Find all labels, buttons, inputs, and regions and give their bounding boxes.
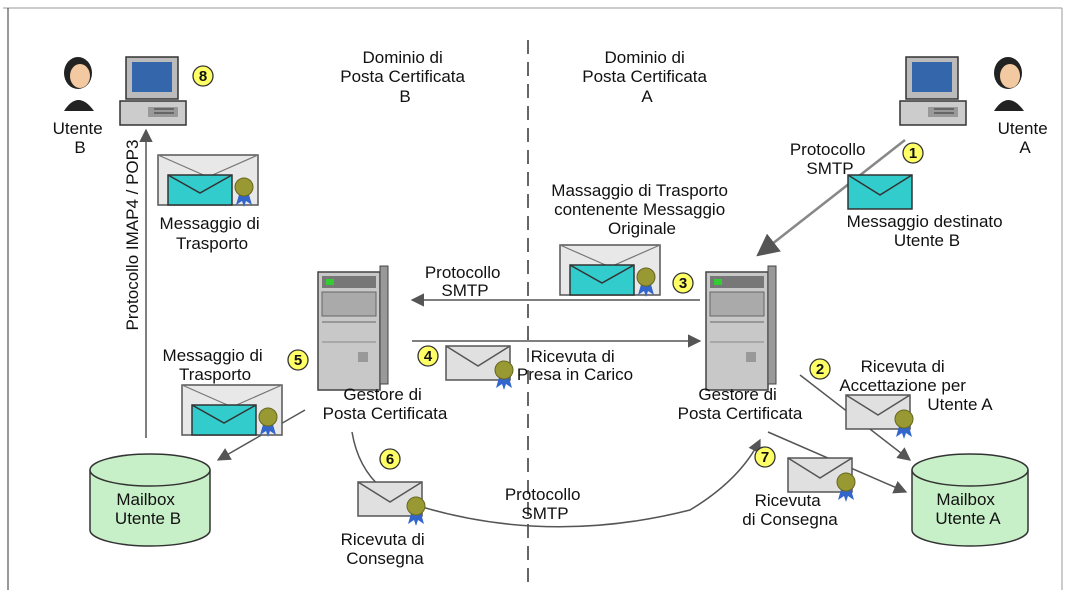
domain-b-label: Dominio di Posta Certificata B (340, 48, 469, 106)
message-trasporto-b-mid-label: Messaggio di Trasporto (163, 346, 268, 384)
protocol-smtp-ab-label: Protocollo SMTP (425, 263, 505, 300)
server-b-icon (317, 265, 389, 391)
protocol-smtp-bottom-label: Protocollo SMTP (505, 485, 585, 523)
message-destinato-label: Messaggio destinato Utente B (847, 212, 1008, 250)
svg-text:8: 8 (199, 68, 207, 85)
envelope-trasporto-b-mid (181, 384, 283, 438)
mailbox-b-label: Mailbox Utente B (115, 490, 181, 528)
message-consegna-b-label: Ricevuta di Consegna (341, 530, 430, 568)
server-a-label: Gestore di Posta Certificata (678, 385, 803, 423)
svg-text:6: 6 (386, 451, 394, 468)
envelope-consegna-b (357, 481, 426, 527)
step-badge-7: 7 (754, 446, 776, 468)
user-b-person-icon (64, 57, 94, 111)
svg-text:5: 5 (294, 352, 302, 369)
server-a-icon (705, 265, 777, 391)
message-trasporto-top-label: Massaggio di Trasporto contenente Messag… (551, 181, 732, 238)
protocol-smtp-a-label: Protocollo SMTP (790, 140, 870, 178)
envelope-presa-in-carico (445, 345, 514, 391)
message-presa-in-carico-label: Ricevuta di Presa in Carico (517, 347, 633, 384)
mailbox-b (89, 453, 211, 547)
user-a-label: Utente A (998, 119, 1053, 157)
mailbox-a-label: Mailbox Utente A (935, 490, 1001, 528)
server-b-label: Gestore di Posta Certificata (323, 385, 448, 423)
envelope-accettazione (845, 394, 914, 440)
step-badge-2: 2 (809, 358, 831, 380)
step-badge-6: 6 (379, 448, 401, 470)
svg-text:1: 1 (909, 145, 917, 162)
step-badge-4: 4 (417, 345, 439, 367)
step-badge-3: 3 (672, 272, 694, 294)
svg-text:7: 7 (761, 449, 769, 466)
mailbox-a (911, 453, 1029, 547)
envelope-destinato (847, 174, 913, 210)
user-b-label: Utente B (53, 119, 108, 157)
message-consegna-a-label: Ricevuta di Consegna (742, 491, 838, 529)
step-badge-8: 8 (192, 65, 214, 87)
envelope-trasporto-top (559, 244, 661, 298)
envelope-trasporto-b-top (157, 154, 259, 208)
svg-text:4: 4 (424, 348, 433, 365)
step-badge-5: 5 (287, 349, 309, 371)
protocol-imap-label: Protocollo IMAP4 / POP3 (123, 140, 142, 331)
user-a-person-icon (994, 57, 1024, 111)
domain-a-label: Dominio di Posta Certificata A (582, 48, 711, 106)
message-trasporto-b-top-label: Messaggio di Trasporto (160, 214, 265, 253)
svg-text:3: 3 (679, 275, 687, 292)
svg-text:2: 2 (816, 361, 824, 378)
user-b-computer-icon (119, 56, 187, 126)
step-badge-1: 1 (902, 142, 924, 164)
arrow-step1 (756, 139, 906, 257)
user-a-computer-icon (899, 56, 967, 126)
message-accettazione-label: Ricevuta di Accettazione per Utente A (839, 357, 993, 414)
